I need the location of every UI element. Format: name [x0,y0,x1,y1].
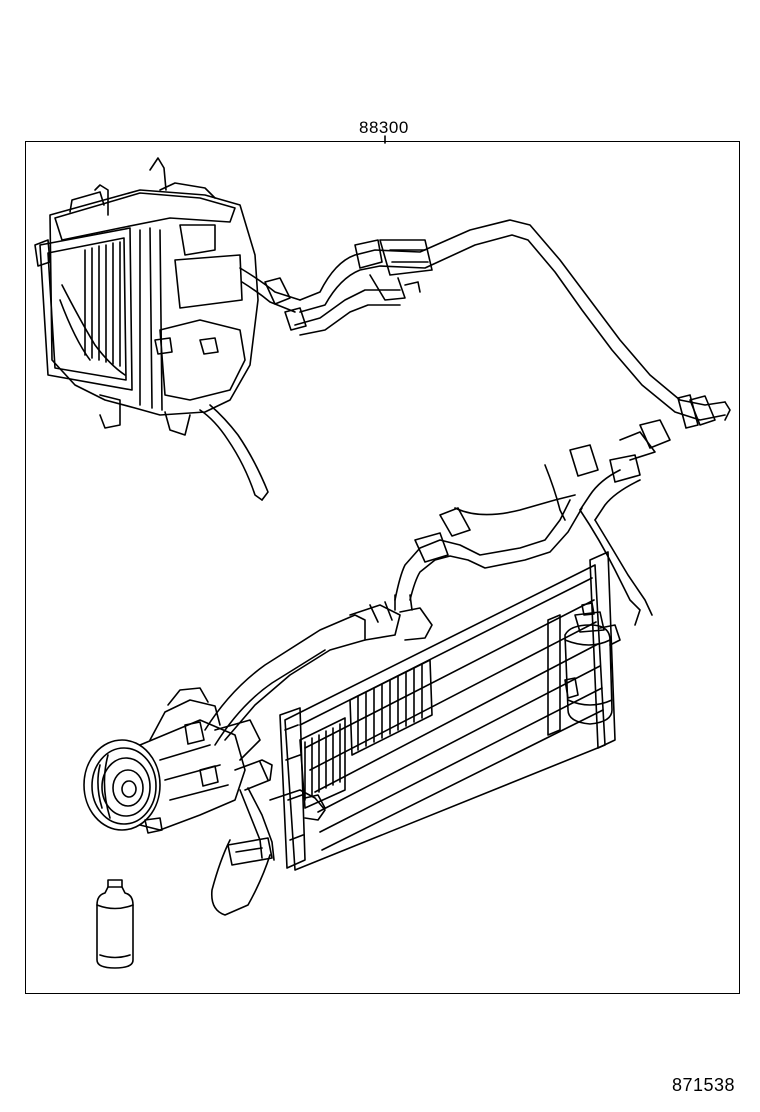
compressor [84,688,325,915]
diagram-frame [25,141,740,994]
middle-refrigerant-pipes [395,495,652,625]
assembly-part-number: 88300 [359,118,409,137]
condenser [280,552,615,870]
receiver-drier [565,603,620,724]
upper-refrigerant-pipes [295,220,730,520]
compressor-oil-bottle [97,880,133,968]
evaporator-unit [35,158,306,500]
illustration-number: 871538 [672,1075,736,1095]
